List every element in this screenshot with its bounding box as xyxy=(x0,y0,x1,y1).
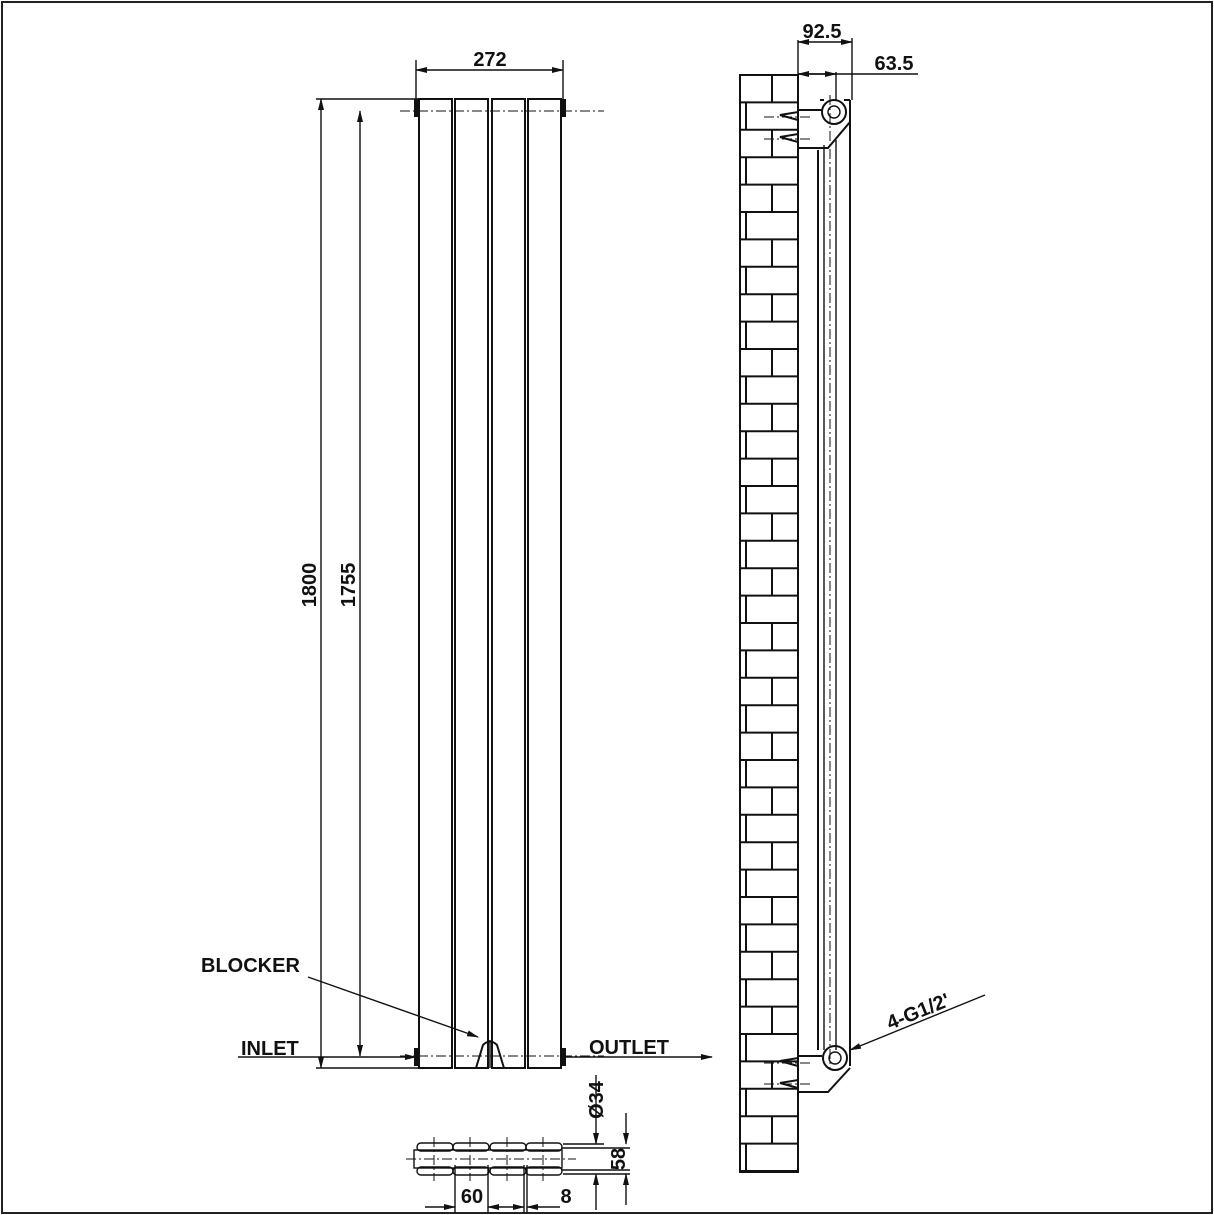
height-dim-label: 1800 xyxy=(299,563,321,608)
centres-dimension: 1755 xyxy=(338,110,363,1057)
plan-front-fin xyxy=(452,1142,490,1152)
centres-dim-label: 1755 xyxy=(338,563,360,608)
plan-back-fin xyxy=(525,1166,563,1176)
radiator-column xyxy=(454,98,489,1069)
top-right-plug xyxy=(561,99,566,117)
pipe-dim-label: Ø34 xyxy=(586,1080,608,1119)
width-dim-label: 272 xyxy=(473,49,506,71)
blocker-leader xyxy=(307,976,479,1038)
plan-view: Ø34 58 60 8 xyxy=(406,1075,630,1213)
brick-wall xyxy=(739,74,799,1173)
radiator-column xyxy=(491,98,526,1069)
front-view: 272 1800 1755 BLOCKER INLET OUTLET xyxy=(201,49,713,1069)
gap-dim-label: 8 xyxy=(560,1186,571,1208)
side-view: 92.5 63.5 4-G1/2' xyxy=(739,21,986,1173)
height-dimension: 1800 xyxy=(299,98,418,1069)
inlet-label: INLET xyxy=(241,1038,299,1060)
radiator-columns xyxy=(414,98,566,1069)
blocker-label: BLOCKER xyxy=(201,955,300,977)
top-bracket xyxy=(764,99,851,149)
bottom-bracket xyxy=(764,1045,851,1093)
radiator-side xyxy=(817,95,851,1070)
wall-to-front-label: 92.5 xyxy=(803,21,842,43)
connection-label: 4-G1/2' xyxy=(884,990,953,1035)
connection-leader xyxy=(849,994,986,1051)
outlet-plug xyxy=(561,1048,566,1066)
width-dimension: 272 xyxy=(415,49,564,99)
wall-to-centre-label: 63.5 xyxy=(875,53,914,75)
pitch-dim-label: 60 xyxy=(461,1186,483,1208)
radiator-column xyxy=(418,98,453,1069)
plan-back-fin xyxy=(452,1166,490,1176)
plan-front-fin xyxy=(525,1142,563,1152)
outlet-label: OUTLET xyxy=(589,1037,669,1059)
depth-dimensions: 92.5 63.5 xyxy=(797,21,918,100)
depth-dim-label: 58 xyxy=(608,1148,630,1170)
radiator-column xyxy=(527,98,562,1069)
top-left-plug xyxy=(414,99,419,117)
